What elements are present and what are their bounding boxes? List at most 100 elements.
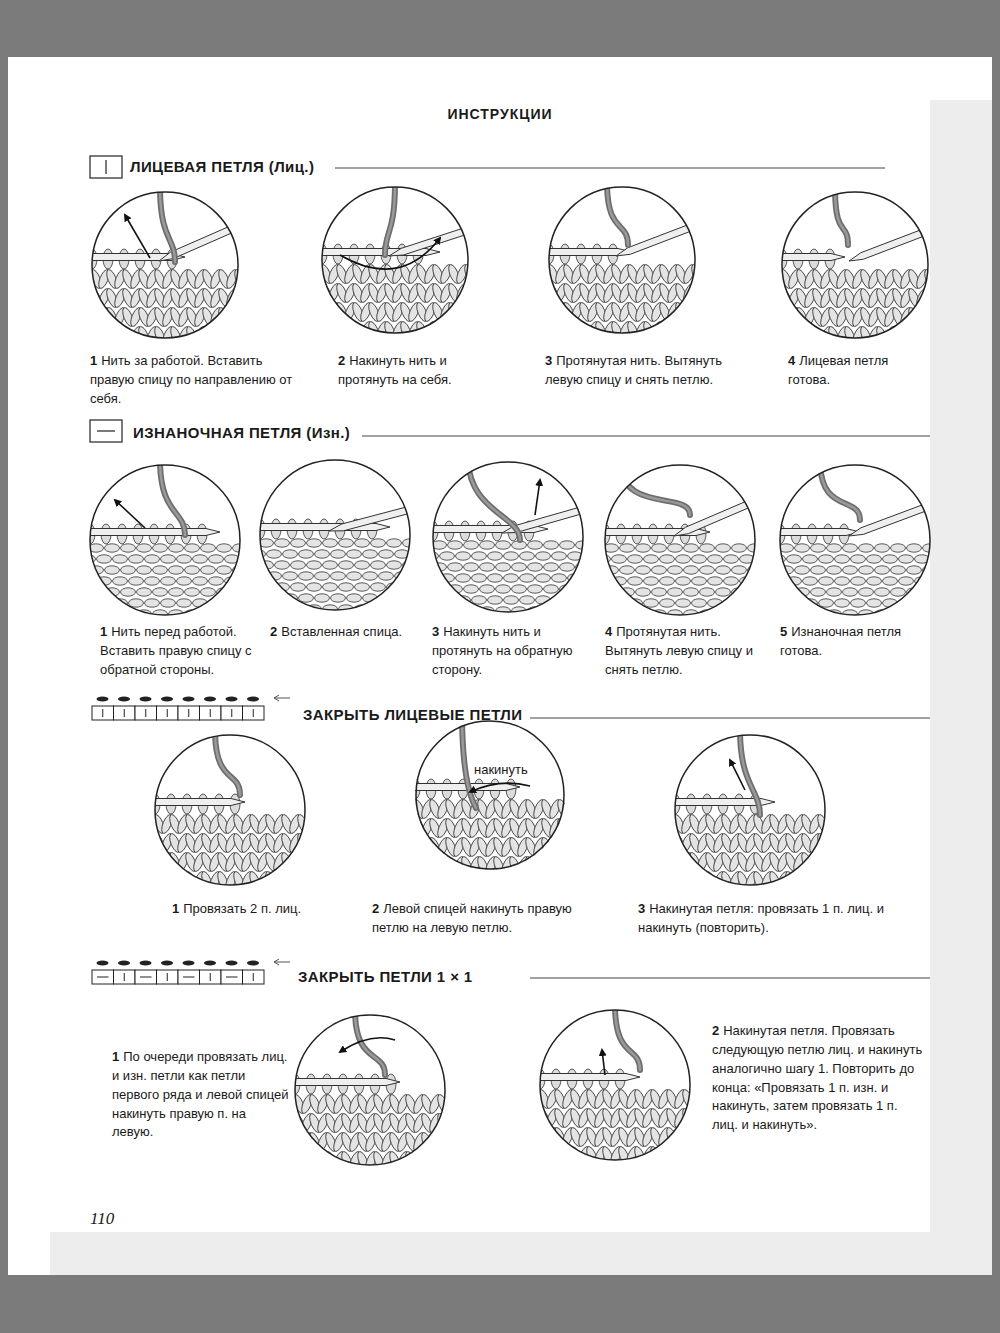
purl-bump (251, 572, 266, 580)
knit-stitch (915, 325, 930, 347)
knit-stitch (633, 1164, 648, 1186)
knit-stitch (308, 1188, 323, 1210)
purl-bump (700, 544, 715, 552)
knit-stitch (444, 1150, 459, 1172)
purl-bump (771, 599, 786, 607)
purl-bump (560, 629, 575, 637)
purl-bump (241, 621, 256, 629)
knit-stitch (915, 363, 930, 385)
purl-bump (379, 616, 394, 624)
knit-stitch (532, 855, 547, 877)
knit-stitch (673, 1145, 688, 1167)
knit-stitch (763, 325, 778, 347)
purl-bump (520, 552, 535, 560)
knit-stitch (546, 301, 561, 323)
knit-stitch (304, 908, 319, 930)
knit-stitch (521, 1126, 536, 1148)
circle-ground (155, 735, 305, 885)
knit-stitch (292, 1169, 307, 1191)
page-number: 110 (90, 1207, 114, 1232)
purl-bump (756, 621, 771, 629)
purl-bump (97, 555, 112, 563)
knit-stitch (698, 320, 713, 342)
purl-bump (756, 577, 771, 585)
knit-stitch (689, 1183, 704, 1205)
purl-bump (347, 616, 362, 624)
purl-bump (907, 632, 922, 640)
knit-stitch (537, 1164, 552, 1186)
knit-stitch (463, 301, 478, 323)
chart-cell (157, 970, 179, 984)
bind-off-dot (226, 960, 238, 965)
page-body (50, 100, 930, 1232)
knit-stitch (447, 339, 462, 361)
knit-stitch (444, 1112, 459, 1134)
purl-bump (528, 563, 543, 571)
purl-bump (763, 632, 778, 640)
purl-bump (81, 577, 96, 585)
knit-stitch (931, 268, 946, 290)
yarn-highlight (160, 187, 175, 262)
purl-bump (851, 577, 866, 585)
page-title: ИНСТРУКЦИИ (0, 106, 1000, 123)
knit-stitch (233, 306, 248, 328)
knit-stitch (530, 282, 545, 304)
yarn (385, 182, 395, 255)
knit-stitch (554, 320, 569, 342)
knit-stitch (540, 874, 555, 896)
purl-bump (763, 544, 778, 552)
knit-stitch (311, 320, 326, 342)
circle-ground (433, 462, 583, 612)
purl-bump (81, 599, 96, 607)
motion-arrow (115, 500, 145, 528)
step-caption: 2Левой спицей накинуть правую петлю на л… (372, 900, 572, 938)
knit-stitch (303, 358, 318, 380)
bind-off-dot (204, 960, 216, 965)
purl-bump (275, 539, 290, 547)
knit-stitch (233, 325, 248, 347)
purl-bump (835, 577, 850, 585)
knit-stitch (658, 320, 673, 342)
knit-stitch (779, 306, 794, 328)
knit-stitch (537, 1126, 552, 1148)
purl-bump (267, 616, 282, 624)
circle-ground (295, 1015, 445, 1165)
knit-stitch (455, 358, 470, 380)
purl-mark (183, 977, 195, 978)
purl-bump (387, 605, 402, 613)
purl-bump (193, 577, 208, 585)
purl-bump (323, 539, 338, 547)
knit-stitch (642, 320, 657, 342)
knit-stitch (696, 870, 711, 892)
purl-bump (891, 610, 906, 618)
purl-bump (137, 566, 152, 574)
motion-arrow (340, 238, 440, 269)
purl-bump (756, 599, 771, 607)
purl-bump (496, 563, 511, 571)
knit-stitch (625, 1164, 640, 1186)
yarn-highlight (607, 182, 628, 245)
purl-bump (827, 566, 842, 574)
purl-bump (243, 627, 258, 635)
knit-stitch (665, 1145, 680, 1167)
purl-bump (251, 594, 266, 602)
purl-bump (488, 574, 503, 582)
chart-cell (243, 970, 265, 984)
circle-ground (92, 192, 238, 338)
knit-stitch (682, 320, 697, 342)
knit-stitch (89, 325, 104, 347)
purl-bump (652, 566, 667, 574)
purl-bump (217, 544, 232, 552)
purl-bump (177, 577, 192, 585)
purl-symbol (97, 430, 115, 431)
motion-arrow (340, 1038, 395, 1052)
knit-stitch (800, 851, 815, 873)
purl-bump (636, 588, 651, 596)
knit-stitch (907, 363, 922, 385)
knit-stitch (690, 301, 705, 323)
knit-stitch (569, 1164, 584, 1186)
knit-stitch (530, 358, 545, 380)
purl-bump (692, 599, 707, 607)
purl-bump (283, 616, 298, 624)
knit-stitch (217, 306, 232, 328)
